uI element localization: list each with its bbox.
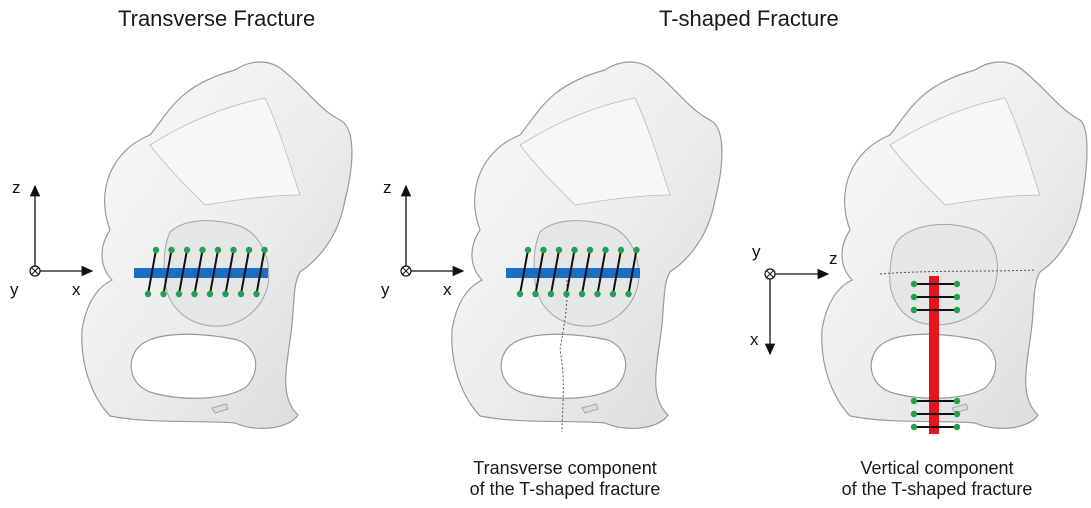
right-caption-line-2: of the T-shaped fracture (812, 479, 1062, 500)
landmark-point (253, 291, 259, 297)
landmark-point (954, 294, 960, 300)
landmark-point (184, 247, 190, 253)
landmark-point (618, 247, 624, 253)
landmark-point (153, 247, 159, 253)
landmark-point (594, 291, 600, 297)
landmark-point (215, 247, 221, 253)
transverse-component-plane (506, 268, 640, 278)
landmark-point (602, 247, 608, 253)
landmark-point (191, 291, 197, 297)
landmark-point (168, 247, 174, 253)
landmark-point (625, 291, 631, 297)
landmark-point (954, 398, 960, 404)
landmark-point (238, 291, 244, 297)
landmark-point (911, 294, 917, 300)
landmark-point (563, 291, 569, 297)
middle-x-axis-label: x (443, 280, 452, 299)
landmark-point (199, 247, 205, 253)
landmark-point (230, 247, 236, 253)
landmark-point (579, 291, 585, 297)
landmark-point (548, 291, 554, 297)
landmark-point (633, 247, 639, 253)
right-x-axis-label: x (750, 330, 759, 349)
landmark-point (207, 291, 213, 297)
landmark-point (222, 291, 228, 297)
landmark-point (911, 398, 917, 404)
landmark-point (145, 291, 151, 297)
middle-caption: Transverse component of the T-shaped fra… (440, 458, 690, 500)
left-x-axis-label: x (72, 280, 81, 299)
right-caption: Vertical component of the T-shaped fract… (812, 458, 1062, 500)
landmark-point (610, 291, 616, 297)
landmark-point (954, 411, 960, 417)
landmark-point (540, 247, 546, 253)
vertical-component-plane (929, 276, 939, 434)
landmark-point (160, 291, 166, 297)
right-caption-line-1: Vertical component (812, 458, 1062, 479)
landmark-point (556, 247, 562, 253)
right-z-axis-label: z (829, 249, 838, 268)
landmark-point (954, 281, 960, 287)
landmark-point (517, 291, 523, 297)
left-panel: z x y (10, 62, 352, 428)
middle-caption-line-1: Transverse component (440, 458, 690, 479)
left-axis-system: z x y (10, 178, 92, 299)
landmark-point (587, 247, 593, 253)
landmark-point (954, 424, 960, 430)
landmark-point (176, 291, 182, 297)
middle-axis-system: z x y (381, 178, 463, 299)
landmark-point (261, 247, 267, 253)
left-y-axis-label: y (10, 280, 19, 299)
middle-panel: z x y (381, 62, 722, 432)
right-y-axis-label: y (752, 242, 761, 261)
landmark-point (571, 247, 577, 253)
right-hip-bone (822, 62, 1087, 428)
transverse-fracture-plane (134, 268, 268, 278)
landmark-point (532, 291, 538, 297)
landmark-point (525, 247, 531, 253)
landmark-point (954, 307, 960, 313)
landmark-point (911, 281, 917, 287)
landmark-point (911, 424, 917, 430)
middle-z-axis-label: z (383, 178, 392, 197)
right-panel: y z x (750, 62, 1087, 434)
middle-caption-line-2: of the T-shaped fracture (440, 479, 690, 500)
landmark-point (246, 247, 252, 253)
landmark-point (911, 411, 917, 417)
left-z-axis-label: z (12, 178, 21, 197)
left-hip-bone (82, 62, 352, 428)
middle-y-axis-label: y (381, 280, 390, 299)
landmark-point (911, 307, 917, 313)
middle-hip-bone (452, 62, 722, 432)
